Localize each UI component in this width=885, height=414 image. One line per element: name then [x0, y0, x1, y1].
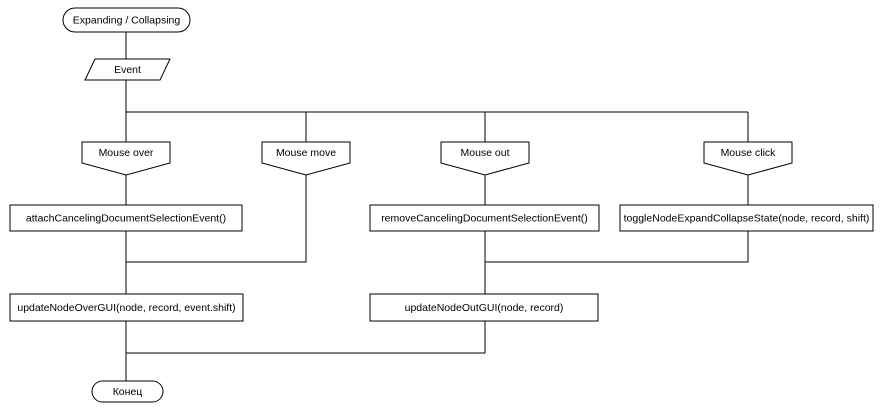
- toggle-process-label: toggleNodeExpandCollapseState(node, reco…: [624, 213, 870, 225]
- mouse-click-pentagon-shape: [703, 141, 793, 176]
- node-start-terminator: Expanding / Collapsing: [62, 7, 191, 33]
- mouse-move-label: Mouse move: [276, 147, 336, 159]
- connector-update-out-join: [126, 321, 486, 354]
- node-process-update-over: updateNodeOverGUI(node, record, event.sh…: [9, 293, 244, 322]
- node-branch-mouse-out: Mouse out: [440, 141, 530, 176]
- update-out-process-label: updateNodeOutGUI(node, record): [405, 302, 564, 314]
- toggle-process-shape: [619, 204, 874, 232]
- end-terminator-shape: [91, 380, 164, 403]
- mouse-over-label: Mouse over: [99, 147, 154, 159]
- mouse-move-pentagon-shape: [261, 141, 351, 176]
- update-over-process-label: updateNodeOverGUI(node, record, event.sh…: [17, 302, 235, 314]
- mouse-out-pentagon-shape: [440, 141, 530, 176]
- attach-process-label: attachCancelingDocumentSelectionEvent(): [26, 213, 226, 225]
- connector-toggle-join: [485, 231, 749, 263]
- node-end-terminator: Конец: [91, 380, 164, 403]
- mouse-out-label: Mouse out: [460, 147, 509, 159]
- start-terminator-shape: [62, 7, 191, 33]
- node-process-attach: attachCancelingDocumentSelectionEvent(): [9, 204, 243, 232]
- node-process-toggle: toggleNodeExpandCollapseState(node, reco…: [619, 204, 874, 232]
- node-process-remove: removeCancelingDocumentSelectionEvent(): [369, 204, 600, 232]
- update-over-process-shape: [9, 293, 244, 322]
- remove-process-label: removeCancelingDocumentSelectionEvent(): [381, 213, 588, 225]
- node-branch-mouse-over: Mouse over: [81, 141, 171, 176]
- mouse-over-pentagon-shape: [81, 141, 171, 176]
- node-process-update-out: updateNodeOutGUI(node, record): [369, 293, 599, 322]
- connectors: [125, 32, 749, 381]
- event-parallelogram-label: Event: [114, 64, 141, 76]
- event-parallelogram-shape: [84, 58, 171, 81]
- node-event-parallelogram: Event: [84, 58, 171, 81]
- remove-process-shape: [369, 204, 600, 232]
- end-terminator-label: Конец: [113, 386, 143, 398]
- node-branch-mouse-click: Mouse click: [703, 141, 793, 176]
- update-out-process-shape: [369, 293, 599, 322]
- start-terminator-label: Expanding / Collapsing: [73, 15, 181, 27]
- mouse-click-label: Mouse click: [721, 147, 777, 159]
- attach-process-shape: [9, 204, 243, 232]
- node-branch-mouse-move: Mouse move: [261, 141, 351, 176]
- connector-mouse-move-join: [126, 175, 307, 263]
